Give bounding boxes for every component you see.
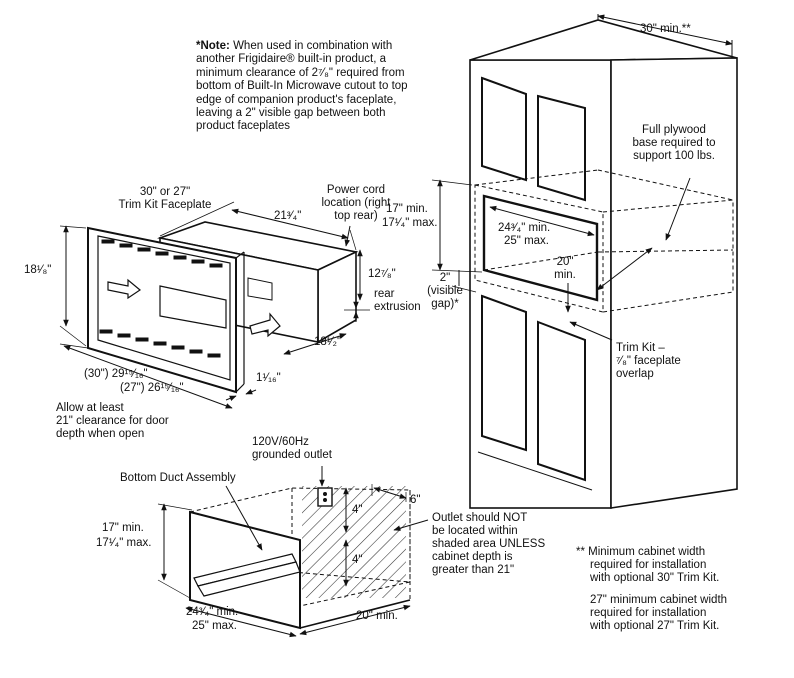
power-cord-line-1: Power cord bbox=[326, 184, 386, 196]
outlet-warning: Outlet should NOT be located within shad… bbox=[432, 512, 545, 577]
gap-line-3: gap)* bbox=[431, 298, 459, 310]
bottom-duct-label: Bottom Duct Assembly bbox=[120, 472, 236, 484]
outlet-line-2: grounded outlet bbox=[252, 449, 332, 461]
note-text: When used in combination with another Fr… bbox=[196, 40, 408, 133]
footnote-30-line-2: required for installation bbox=[590, 559, 707, 571]
cabinet-height-min: 17" min. bbox=[386, 203, 428, 215]
footnote-30-line-3: with optional 30" Trim Kit. bbox=[590, 572, 720, 584]
footnote-27: 27" minimum cabinet width required for i… bbox=[590, 594, 727, 633]
width-30: (30") 29¹⁵⁄₁₆" bbox=[84, 368, 148, 380]
rear-extrusion-label: rear extrusion bbox=[374, 288, 421, 314]
footnote-30: ** Minimum cabinet width required for in… bbox=[576, 546, 719, 585]
rear-extrusion-line-1: rear bbox=[374, 288, 395, 300]
power-cord-line-2: location (right bbox=[321, 197, 391, 209]
plywood-line-2: base required to bbox=[632, 137, 716, 149]
microwave-dimensions bbox=[59, 201, 370, 409]
plywood-line-1: Full plywood bbox=[642, 124, 706, 136]
warning-line-1: Outlet should NOT bbox=[432, 512, 528, 524]
footnote-27-line-1: 27" minimum cabinet width bbox=[590, 594, 728, 606]
side-offset: 6" bbox=[410, 494, 421, 506]
rear-height: 12⁷⁄₈" bbox=[368, 268, 396, 280]
duct-depth-min: 20" min. bbox=[356, 610, 398, 622]
note-prefix: *Note: bbox=[196, 40, 230, 52]
visible-gap-label: 2" (visible gap)* bbox=[420, 272, 470, 311]
body-depth: 18¹⁄₂" bbox=[314, 336, 342, 348]
cabinet-drawing bbox=[431, 14, 738, 509]
duct-width-min: 24³⁄₄" min. bbox=[186, 606, 239, 618]
cutout-width-max: 25" max. bbox=[504, 235, 549, 247]
warning-line-3: shaded area UNLESS bbox=[432, 538, 546, 550]
duct-dimensions bbox=[157, 466, 429, 638]
cutout-depth-line-1: 20" bbox=[556, 256, 574, 268]
footnote-27-line-2: required for installation bbox=[590, 607, 707, 619]
cutout-depth-line-2: min. bbox=[554, 269, 576, 281]
cutout-depth: 20" min. bbox=[550, 256, 580, 282]
trim-overlap-label: Trim Kit – ⁷⁄₈" faceplate overlap bbox=[616, 342, 681, 381]
lower-offset: 4" bbox=[352, 554, 363, 566]
power-cord-label: Power cord location (right top rear) bbox=[316, 184, 396, 223]
faceplate-line-1: 30" or 27" bbox=[139, 186, 191, 198]
door-clearance-line-3: depth when open bbox=[56, 428, 145, 440]
gap-line-2: (visible bbox=[427, 285, 463, 297]
microwave-top-depth: 21³⁄₄" bbox=[274, 210, 302, 222]
cutout-width-min: 24³⁄₄" min. bbox=[498, 222, 551, 234]
trim-line-3: overlap bbox=[616, 368, 654, 380]
rear-extrusion-line-2: extrusion bbox=[374, 301, 421, 313]
faceplate-label: 30" or 27" Trim Kit Faceplate bbox=[100, 186, 230, 212]
upper-offset: 4" bbox=[352, 504, 363, 516]
warning-line-2: be located within bbox=[432, 525, 518, 537]
faceplate-depth: 1¹⁄₁₆" bbox=[256, 372, 281, 384]
microwave-drawing bbox=[87, 221, 359, 394]
footnote-30-line-1: ** Minimum cabinet width bbox=[576, 546, 706, 558]
plywood-line-3: support 100 lbs. bbox=[633, 150, 715, 162]
duct-drawing bbox=[189, 486, 411, 630]
faceplate-line-2: Trim Kit Faceplate bbox=[118, 199, 212, 211]
trim-line-1: Trim Kit – bbox=[616, 342, 665, 354]
power-cord-line-3: top rear) bbox=[334, 210, 378, 222]
footnote-27-line-3: with optional 27" Trim Kit. bbox=[590, 620, 720, 632]
duct-height-max: 17¹⁄₄" max. bbox=[96, 537, 152, 549]
door-clearance-line-2: 21" clearance for door bbox=[56, 415, 169, 427]
cabinet-height-max: 17¹⁄₄" max. bbox=[382, 217, 438, 229]
outlet-label: 120V/60Hz grounded outlet bbox=[252, 436, 332, 462]
installation-note: *Note: When used in combination with ano… bbox=[196, 40, 426, 134]
outlet-line-1: 120V/60Hz bbox=[252, 436, 309, 448]
microwave-height: 18¹⁄₈" bbox=[24, 264, 52, 276]
duct-height-min: 17" min. bbox=[102, 522, 144, 534]
duct-width-max: 25" max. bbox=[192, 620, 237, 632]
cabinet-width-label: 30" min.** bbox=[640, 23, 691, 35]
width-27: (27") 26¹⁵⁄₁₆" bbox=[120, 382, 184, 394]
plywood-note: Full plywood base required to support 10… bbox=[624, 124, 724, 163]
warning-line-5: greater than 21" bbox=[432, 564, 515, 576]
warning-line-4: cabinet depth is bbox=[432, 551, 513, 563]
door-clearance-line-1: Allow at least bbox=[56, 402, 124, 414]
door-clearance-note: Allow at least 21" clearance for door de… bbox=[56, 402, 169, 441]
gap-line-1: 2" bbox=[439, 272, 451, 284]
trim-line-2: ⁷⁄₈" faceplate bbox=[616, 355, 681, 367]
